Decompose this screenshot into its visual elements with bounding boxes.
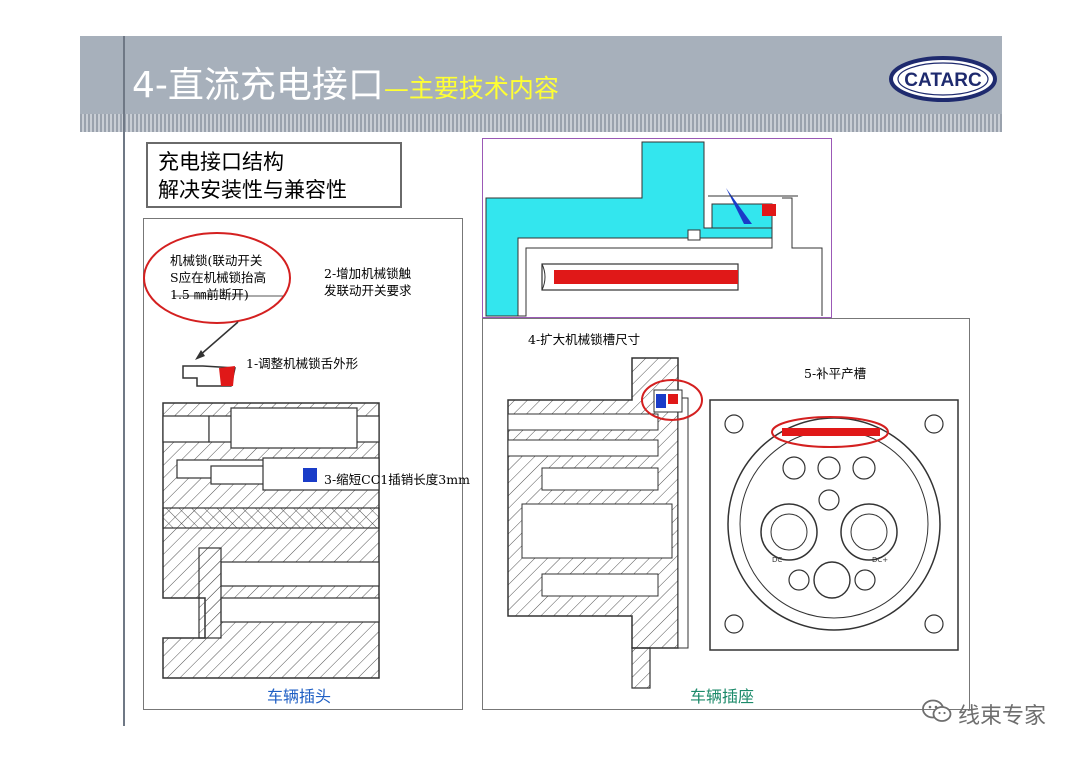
note-3: 3-缩短CC1插销长度3mm xyxy=(324,472,470,487)
vehicle-inlet-drawing: DC- DC+ xyxy=(507,357,959,689)
header-stripe xyxy=(80,114,1002,132)
label-line-1: 充电接口结构 xyxy=(158,150,284,174)
pin-label-dc-plus: DC+ xyxy=(872,556,888,564)
watermark-text: 线束专家 xyxy=(957,704,1046,729)
note-2: 2-增加机械锁触 发联动开关要求 xyxy=(324,265,412,299)
callout-text: 机械锁(联动开关 S应在机械锁抬高 1.5 ㎜前断开) xyxy=(170,252,266,303)
note-4: 4-扩大机械锁槽尺寸 xyxy=(528,332,641,347)
logo-text: CATARC xyxy=(904,70,982,91)
callout-line-1: 机械锁(联动开关 xyxy=(170,253,263,268)
note-2-line-1: 2-增加机械锁触 xyxy=(324,266,412,281)
title-main: 4-直流充电接口 xyxy=(132,65,384,106)
vehicle-plug-drawing xyxy=(143,232,380,679)
pin-label-dc-minus: DC- xyxy=(772,556,785,564)
left-rule xyxy=(123,36,125,726)
slide-title: 4-直流充电接口—主要技术内容 xyxy=(132,64,559,111)
title-sub: —主要技术内容 xyxy=(383,74,559,103)
wechat-icon xyxy=(922,698,952,730)
callout-line-3: 1.5 ㎜前断开) xyxy=(170,287,249,302)
note-2-line-2: 发联动开关要求 xyxy=(324,283,412,298)
callout-line-2: S应在机械锁抬高 xyxy=(170,270,267,285)
vehicle-plug-caption: 车辆插头 xyxy=(267,687,332,706)
fill-groove-ellipse xyxy=(771,416,889,448)
header-bar xyxy=(80,36,1002,114)
vehicle-inlet-caption: 车辆插座 xyxy=(690,687,755,706)
structure-label-box: 充电接口结构 解决安装性与兼容性 xyxy=(146,142,402,208)
note-5: 5-补平产槽 xyxy=(804,366,867,381)
catarc-logo-icon: CATARC xyxy=(889,56,997,102)
detail-cross-section xyxy=(485,141,823,317)
watermark: 线束专家 xyxy=(922,698,1046,730)
note-1: 1-调整机械锁舌外形 xyxy=(246,356,359,371)
callout-arrow xyxy=(198,321,239,357)
lock-slot-ellipse xyxy=(641,379,703,421)
lock-callout-ellipse xyxy=(143,232,291,324)
label-line-2: 解决安装性与兼容性 xyxy=(158,178,347,202)
